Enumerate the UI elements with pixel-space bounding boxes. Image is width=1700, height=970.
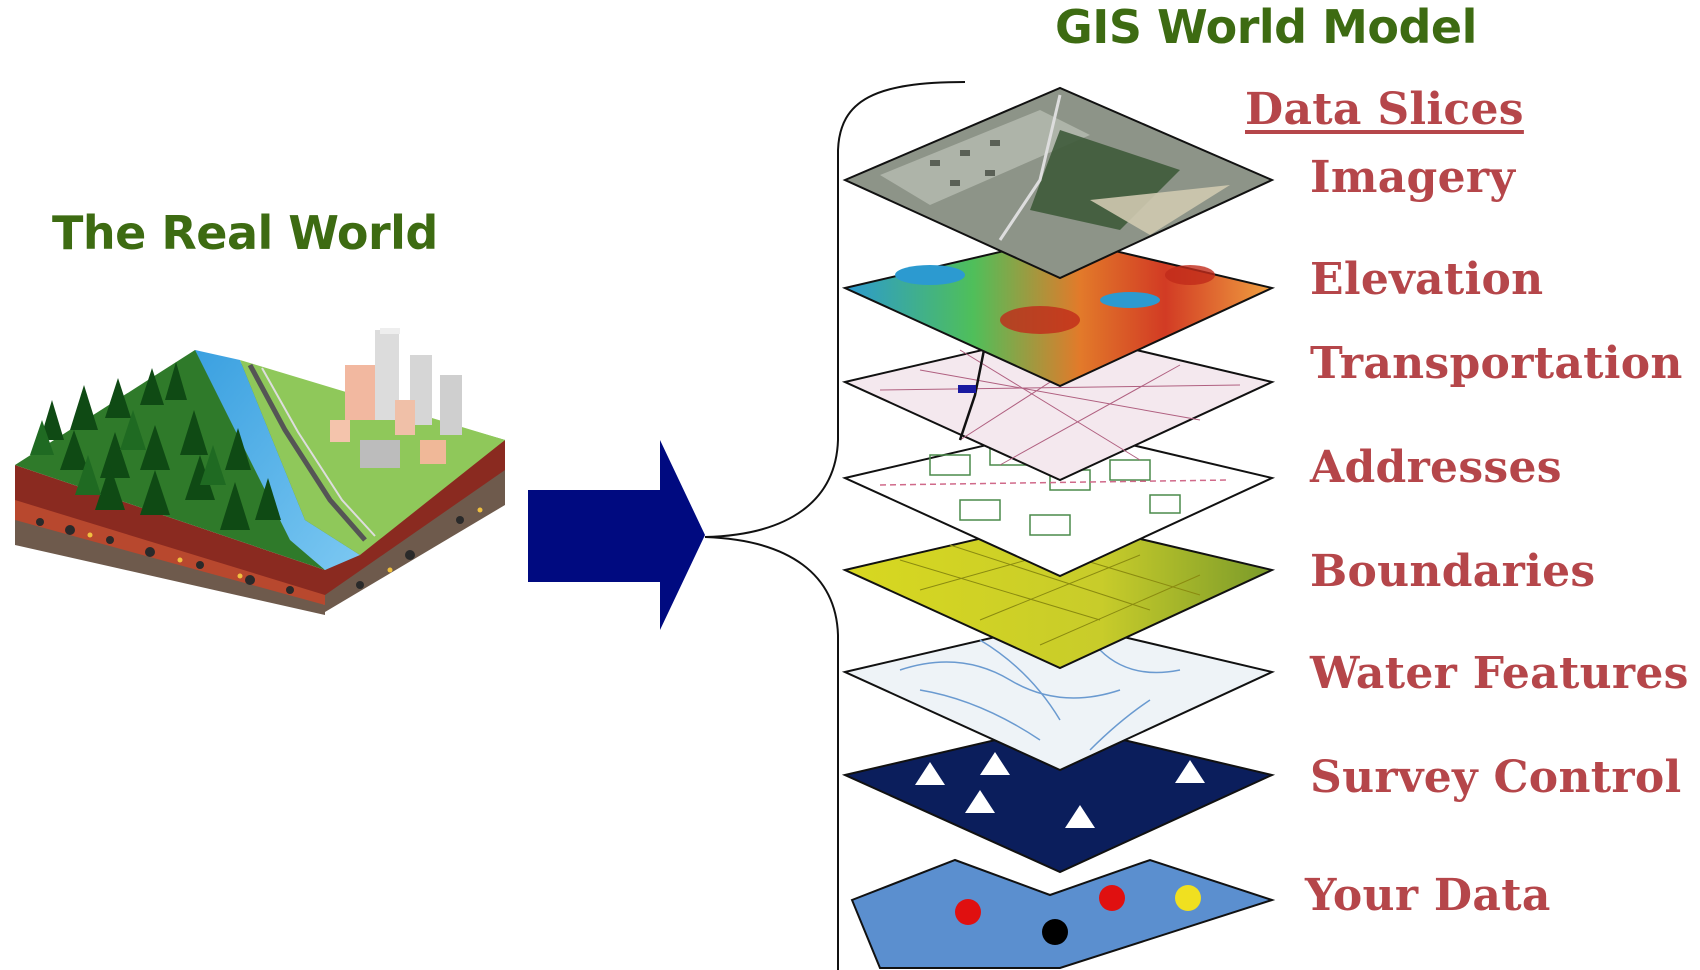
layer-water-features [841, 620, 1276, 772]
layer-label-survey-control: Survey Control [1310, 752, 1682, 803]
layer-label-addresses: Addresses [1310, 442, 1562, 493]
layer-label-transportation: Transportation [1310, 338, 1683, 389]
layer-label-imagery: Imagery [1310, 152, 1516, 203]
data-point-red [1099, 885, 1125, 911]
layer-label-boundaries: Boundaries [1310, 546, 1596, 597]
real-world-title: The Real World [52, 206, 438, 260]
layer-elevation [841, 236, 1276, 388]
layer-label-water-features: Water Features [1310, 648, 1689, 699]
layer-label-elevation: Elevation [1310, 254, 1544, 305]
data-point-black [1042, 919, 1068, 945]
gis-world-model-title: GIS World Model [1055, 0, 1477, 54]
data-point-red [955, 899, 981, 925]
data-point-yellow [1175, 885, 1201, 911]
layer-label-your-data: Your Data [1305, 870, 1551, 921]
layer-imagery [842, 86, 1275, 280]
layer-survey-control [841, 723, 1276, 874]
data-slices-heading: Data Slices [1245, 84, 1524, 135]
layer-your-data [850, 858, 1276, 969]
layers-brace [704, 81, 966, 970]
real-world-illustration [15, 328, 505, 615]
transform-arrow [528, 440, 705, 630]
